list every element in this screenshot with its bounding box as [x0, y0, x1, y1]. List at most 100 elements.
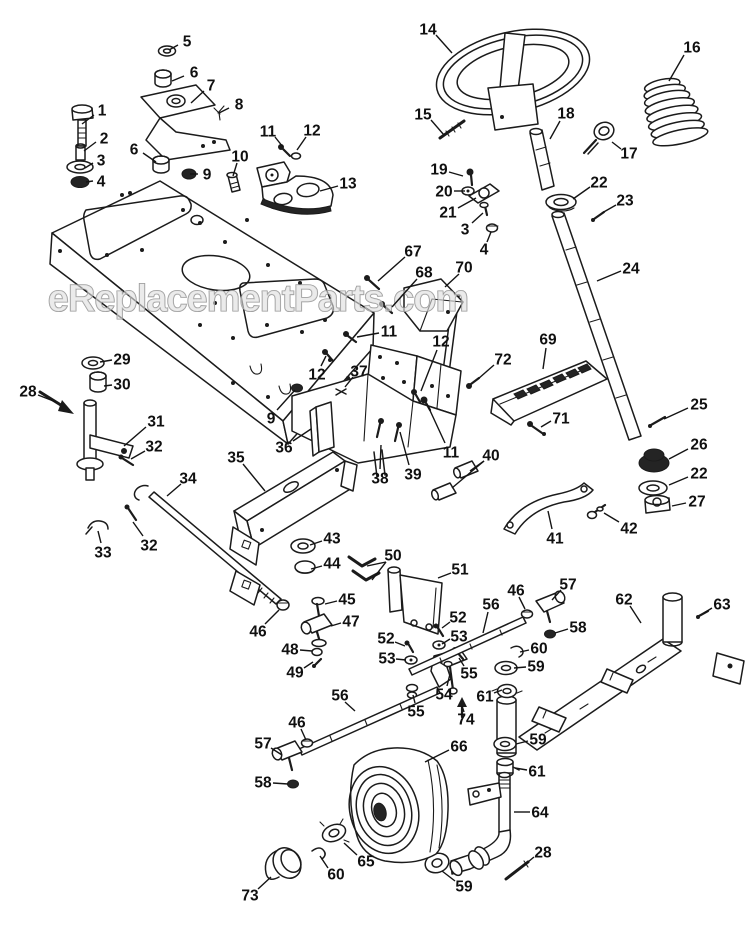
part-callout-70: 70	[455, 260, 472, 277]
leader-line-70	[444, 273, 460, 288]
part-callout-22: 22	[590, 175, 607, 192]
leader-line-57	[270, 747, 283, 756]
leader-line-60	[319, 855, 329, 869]
part-callout-47: 47	[342, 614, 359, 631]
leader-line-73	[257, 876, 272, 890]
leader-line-59	[513, 666, 527, 669]
leader-line-11	[356, 332, 380, 338]
part-callout-11: 11	[260, 124, 277, 141]
part-callout-72: 72	[494, 352, 511, 369]
part-callout-54: 54	[435, 687, 453, 704]
leader-line-16	[668, 54, 685, 82]
steering-column-parts	[438, 77, 709, 514]
part-callout-42: 42	[620, 521, 637, 538]
part-callout-69: 69	[539, 332, 557, 349]
leader-line-42	[603, 512, 620, 523]
leader-line-33	[97, 530, 102, 544]
leader-line-52	[441, 621, 451, 629]
leader-line-55	[458, 657, 465, 667]
leader-line-55	[412, 694, 416, 704]
leader-line-22	[668, 476, 689, 486]
leader-line-45	[324, 600, 338, 605]
leader-line-17	[611, 141, 622, 150]
part-callout-9: 9	[267, 411, 276, 428]
leader-line-59	[441, 870, 456, 882]
leader-line-8	[218, 107, 230, 114]
leader-line-10	[232, 162, 238, 177]
leader-line-43	[309, 540, 323, 546]
part-callout-13: 13	[339, 176, 357, 193]
part-callout-20: 20	[435, 184, 452, 201]
leader-line-2	[83, 141, 97, 152]
leader-line-11	[426, 403, 446, 444]
part-callout-4: 4	[480, 242, 489, 259]
part-callout-4: 4	[97, 174, 106, 191]
leader-line-6	[142, 152, 157, 163]
part-callout-11: 11	[381, 324, 398, 341]
leader-line-53	[395, 658, 407, 661]
part-callout-39: 39	[404, 467, 422, 484]
part-callout-9: 9	[203, 167, 212, 184]
part-callout-11: 11	[443, 445, 460, 462]
part-callout-46: 46	[507, 583, 525, 600]
leader-line-36	[292, 428, 312, 442]
leader-line-7	[190, 90, 205, 104]
leader-line-11	[274, 136, 284, 148]
steering-gear-bracket	[347, 555, 468, 719]
front-wheel	[264, 747, 449, 880]
steering-wheel	[435, 28, 591, 131]
leader-line-32	[132, 521, 144, 537]
part-callout-51: 51	[451, 562, 469, 579]
leader-line-38	[379, 444, 382, 470]
leader-line-66	[424, 749, 450, 763]
leader-line-19	[448, 171, 464, 177]
leader-line-56	[482, 611, 489, 634]
leader-line-18	[549, 120, 561, 140]
part-callout-57: 57	[559, 577, 576, 594]
part-callout-45: 45	[338, 592, 356, 609]
leader-line-65	[343, 842, 358, 856]
part-callout-14: 14	[419, 22, 437, 39]
part-callout-63: 63	[713, 597, 731, 614]
part-callout-58: 58	[569, 620, 587, 637]
part-callout-46: 46	[249, 624, 267, 641]
leader-line-60	[519, 649, 530, 653]
leader-line-15	[430, 119, 445, 136]
part-callout-59: 59	[529, 732, 547, 749]
leader-line-71	[540, 420, 552, 428]
part-callout-40: 40	[482, 448, 499, 465]
leader-line-54	[446, 673, 451, 687]
spindle-assembly	[424, 645, 530, 881]
leader-line-28	[37, 394, 57, 403]
part-callout-18: 18	[557, 106, 575, 123]
leader-line-31	[123, 426, 147, 447]
leader-line-56	[344, 701, 356, 712]
frame-rail	[229, 451, 358, 606]
part-callout-48: 48	[281, 642, 299, 659]
part-callout-6: 6	[190, 65, 199, 82]
leader-line-49	[303, 661, 314, 669]
leader-line-6	[171, 75, 185, 82]
part-callout-7: 7	[207, 78, 216, 95]
part-callout-26: 26	[690, 437, 708, 454]
leader-line-24	[596, 270, 622, 282]
part-callout-15: 15	[414, 107, 432, 124]
leader-line-32	[130, 450, 146, 460]
part-callout-65: 65	[357, 854, 375, 871]
leader-line-57	[551, 589, 562, 601]
part-callout-16: 16	[683, 40, 701, 57]
part-callout-60: 60	[327, 867, 344, 884]
part-callout-50: 50	[384, 548, 401, 565]
leader-line-58	[554, 628, 569, 634]
part-callout-23: 23	[616, 193, 634, 210]
part-callout-32: 32	[145, 439, 162, 456]
leader-line-63	[703, 607, 713, 614]
leader-line-40	[451, 460, 485, 489]
part-callout-29: 29	[113, 352, 131, 369]
part-callout-12: 12	[432, 334, 449, 351]
leader-line-46	[264, 609, 280, 625]
leader-line-51	[437, 572, 452, 579]
part-callout-25: 25	[690, 397, 708, 414]
